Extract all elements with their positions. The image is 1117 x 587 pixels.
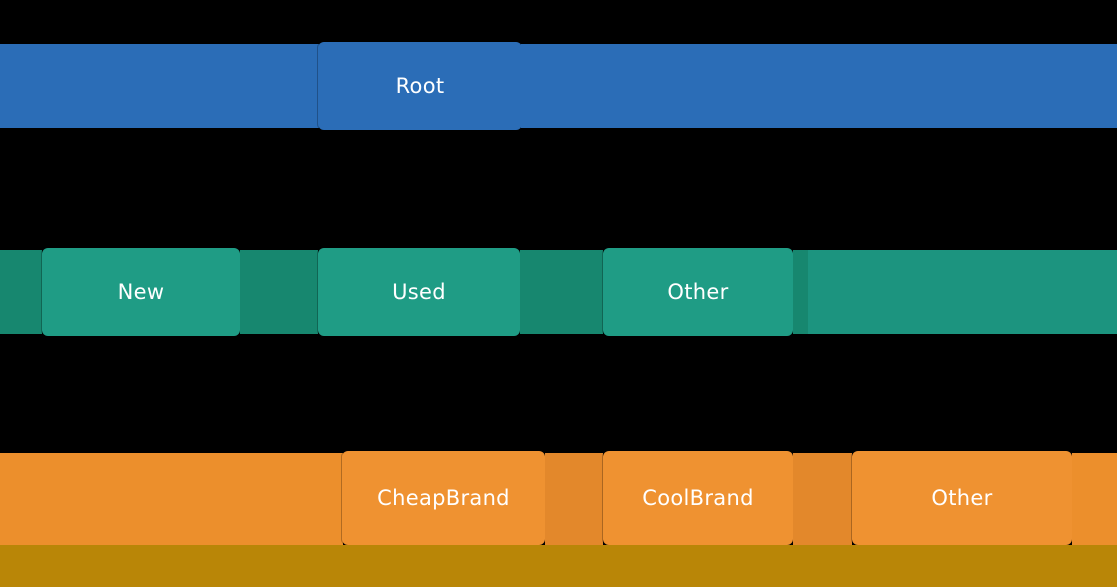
level1-separator-2 <box>240 250 318 334</box>
tile-other-level2[interactable]: Other <box>852 451 1072 545</box>
tile-coolbrand[interactable]: CoolBrand <box>603 451 793 545</box>
level2-bar-left[interactable] <box>0 453 343 545</box>
level0-bar-left[interactable] <box>0 44 319 128</box>
level1-separator-3 <box>520 250 603 334</box>
level1-separator-1 <box>0 250 42 334</box>
tile-cheapbrand-label: CheapBrand <box>377 485 510 510</box>
tile-cheapbrand[interactable]: CheapBrand <box>342 451 545 545</box>
level1-unlabeled-tile[interactable] <box>808 250 1117 334</box>
level2-separator-2 <box>793 453 852 545</box>
level2-separator-1 <box>545 453 603 545</box>
tile-coolbrand-label: CoolBrand <box>642 485 754 510</box>
tile-new-label: New <box>117 279 165 304</box>
level3-leaf-bar[interactable] <box>0 545 1117 587</box>
level0-bar-right[interactable] <box>521 44 1117 128</box>
level1-separator-4 <box>793 250 808 334</box>
tile-new[interactable]: New <box>42 248 240 336</box>
tile-used-label: Used <box>392 279 446 304</box>
level2-bar-right[interactable] <box>1072 453 1117 545</box>
tile-root[interactable]: Root <box>318 42 522 130</box>
tile-other-level1-label: Other <box>667 279 729 304</box>
tile-root-label: Root <box>395 73 445 98</box>
tile-other-level1[interactable]: Other <box>603 248 793 336</box>
tile-other-level2-label: Other <box>931 485 993 510</box>
tile-used[interactable]: Used <box>318 248 520 336</box>
